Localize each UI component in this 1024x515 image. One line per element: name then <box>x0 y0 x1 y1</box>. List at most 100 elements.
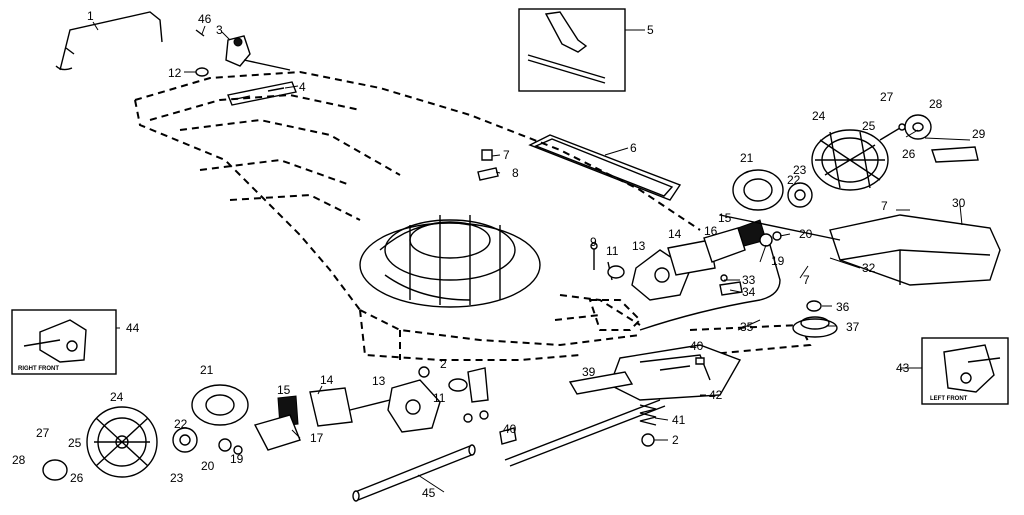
callout-7c: 7 <box>803 273 810 287</box>
callout-19a: 19 <box>771 254 785 268</box>
mower-deck <box>134 70 812 361</box>
inset-box-43 <box>921 337 1009 405</box>
drive-gear-21-left <box>191 384 249 426</box>
bolt-25-right <box>879 123 906 141</box>
callout-21b: 21 <box>200 363 214 377</box>
callout-24a: 24 <box>812 109 826 123</box>
callout-41: 41 <box>672 413 686 427</box>
hubcap-28-left <box>42 459 68 481</box>
cable-35 <box>639 244 781 331</box>
callout-26a: 26 <box>902 147 916 161</box>
callout-5: 5 <box>647 23 654 37</box>
callout-45: 45 <box>422 486 436 500</box>
pulley-37 <box>792 316 838 338</box>
callout-13b: 13 <box>372 374 386 388</box>
drive-belt <box>528 134 682 201</box>
bracket-14-left <box>309 387 353 427</box>
inset-caption-right-front: RIGHT FRONT <box>18 366 59 372</box>
callout-2a: 2 <box>440 357 447 371</box>
inset-box-44 <box>11 309 117 375</box>
callout-36: 36 <box>836 300 850 314</box>
callout-23b: 23 <box>170 471 184 485</box>
spring-41 <box>639 404 657 447</box>
axle-link-left <box>349 399 391 411</box>
inset-box-5 <box>518 8 626 92</box>
bolt-2-upper <box>418 366 430 378</box>
callout-7b: 7 <box>881 199 888 213</box>
callout-numbers: 1 46 3 12 4 5 6 7 8 21 22 23 24 25 26 27… <box>12 9 986 500</box>
handle-part <box>55 11 163 71</box>
callout-44: 44 <box>126 321 140 335</box>
callout-29: 29 <box>972 127 986 141</box>
rear-cover-part <box>829 214 1001 286</box>
drive-gear-21-right <box>732 169 784 211</box>
callout-25b: 25 <box>68 436 82 450</box>
leader-lines <box>92 21 971 493</box>
nut-36 <box>806 300 822 312</box>
callout-23a: 23 <box>793 163 807 177</box>
callout-27b: 27 <box>36 426 50 440</box>
callout-20b: 20 <box>201 459 215 473</box>
drive-rod-2 <box>509 405 666 467</box>
callout-26b: 26 <box>70 471 84 485</box>
label-plate-part <box>227 81 297 106</box>
callout-25a: 25 <box>862 119 876 133</box>
bracket-39 <box>568 371 634 395</box>
callout-34: 34 <box>742 285 756 299</box>
bolt-40-lower <box>499 427 517 445</box>
clip-11-left <box>448 378 468 392</box>
callout-2b: 2 <box>672 433 679 447</box>
callout-24b: 24 <box>110 390 124 404</box>
pawl-16-right <box>703 227 746 263</box>
callout-46: 46 <box>198 12 212 26</box>
callout-17: 17 <box>310 431 324 445</box>
callout-33: 33 <box>742 273 756 287</box>
throttle-control-part <box>195 29 291 77</box>
callout-13a: 13 <box>632 239 646 253</box>
bolt-part <box>477 149 499 181</box>
callout-35: 35 <box>740 320 754 334</box>
callout-12: 12 <box>168 66 182 80</box>
callout-8: 8 <box>512 166 519 180</box>
bolt-40-upper <box>695 357 705 365</box>
callout-11a: 11 <box>606 244 619 258</box>
front-wheel-left <box>86 406 158 478</box>
callout-30: 30 <box>952 196 966 210</box>
bracket-left-small <box>463 367 489 423</box>
callout-16: 16 <box>704 224 718 238</box>
callout-42: 42 <box>709 388 723 402</box>
drive-rod <box>504 399 661 461</box>
callout-39: 39 <box>582 365 596 379</box>
callout-15b: 15 <box>277 383 291 397</box>
cover-plate-13-left <box>387 379 441 433</box>
callout-37: 37 <box>846 320 860 334</box>
callout-28b: 28 <box>12 453 26 467</box>
gear-22-left <box>172 427 198 453</box>
callout-15a: 15 <box>718 211 732 225</box>
callout-7a: 7 <box>503 148 510 162</box>
callout-14a: 14 <box>668 227 682 241</box>
rear-wheel-right <box>811 129 889 191</box>
callout-22b: 22 <box>174 417 188 431</box>
callout-20a: 20 <box>799 227 813 241</box>
callout-21a: 21 <box>740 151 754 165</box>
callout-28a: 28 <box>929 97 943 111</box>
callout-43: 43 <box>896 361 910 375</box>
hubcap-28-right <box>904 114 932 140</box>
bolt-9 <box>590 242 598 270</box>
callout-27a: 27 <box>880 90 894 104</box>
bracket-14-right <box>667 239 716 276</box>
clip-11 <box>607 265 625 279</box>
inset-caption-left-front: LEFT FRONT <box>930 396 968 402</box>
callout-11b: 11 <box>433 391 446 405</box>
callout-19b: 19 <box>230 452 244 466</box>
callout-4: 4 <box>299 80 306 94</box>
callout-14b: 14 <box>320 373 334 387</box>
callout-9: 9 <box>590 235 597 249</box>
callout-3: 3 <box>216 23 223 37</box>
callout-6: 6 <box>630 141 637 155</box>
callout-40a: 40 <box>690 339 704 353</box>
washer-19-20-right <box>759 231 782 247</box>
washer-19-20-left <box>218 438 243 455</box>
